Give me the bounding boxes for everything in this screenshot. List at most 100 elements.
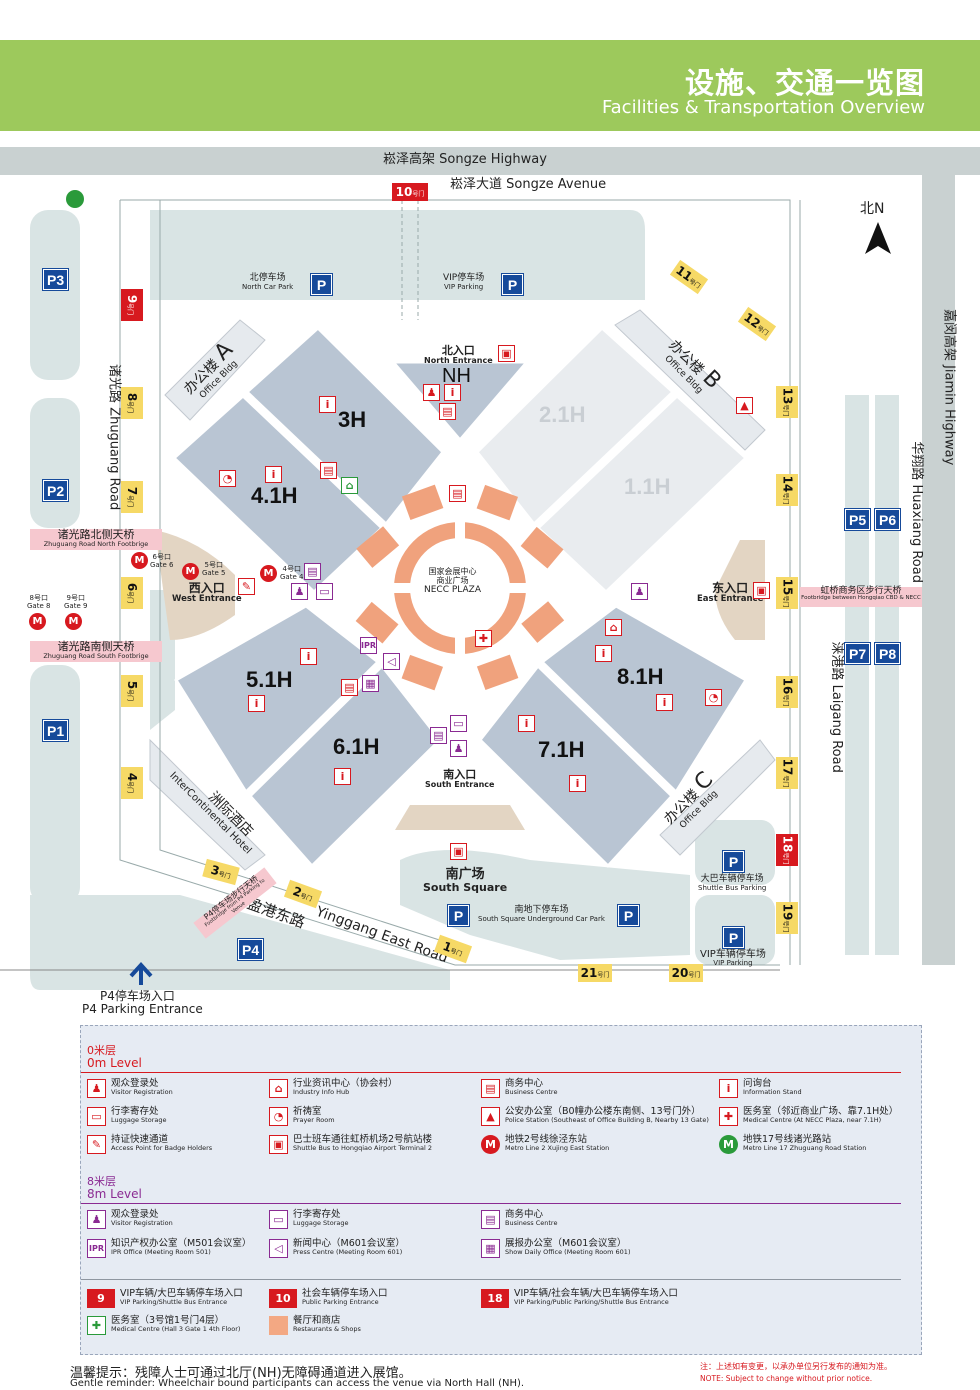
business-centre-icon[interactable]: ▤ (430, 727, 447, 744)
prayer-room-icon[interactable]: ◔ (705, 689, 722, 706)
gate-6[interactable]: 6号门 (121, 577, 143, 609)
parking-vip-icon[interactable]: P (722, 926, 745, 949)
songze-avenue-label: 崧泽大道 Songze Avenue (450, 177, 607, 192)
information-stand-icon[interactable]: i (444, 384, 461, 401)
parking-p1[interactable]: P1 (41, 719, 70, 742)
parking-p8[interactable]: P8 (873, 642, 902, 665)
legend-item-medical-centre: ✚医务室（邻近商业广场、靠7.1H处）Medical Centre (At NE… (719, 1106, 898, 1126)
gate-14[interactable]: 14号门 (776, 474, 798, 506)
visitor-registration-icon[interactable]: ♟ (450, 740, 467, 757)
gate-19[interactable]: 19号门 (776, 902, 798, 934)
shuttle-bus-icon[interactable]: ▣ (753, 582, 770, 599)
vip-north-en: VIP Parking (443, 282, 484, 291)
information-stand-icon[interactable]: i (248, 695, 265, 712)
gate-8[interactable]: 8号门 (121, 387, 143, 419)
metro-gate-5-icon[interactable]: M (182, 563, 199, 580)
gate-4[interactable]: 4号门 (121, 767, 143, 799)
gate-15[interactable]: 15号门 (776, 577, 798, 609)
parking-p7[interactable]: P7 (843, 642, 872, 665)
visitor-registration-icon[interactable]: ♟ (631, 583, 648, 600)
badge-access-icon[interactable]: ✎ (238, 578, 255, 595)
information-stand-icon[interactable]: i (334, 768, 351, 785)
medical-centre-icon[interactable]: ✚ (475, 630, 492, 647)
information-stand-icon[interactable]: i (595, 645, 612, 662)
ipr-office-icon: IPR (87, 1239, 106, 1258)
parking-shuttle-icon[interactable]: P (722, 850, 745, 873)
south-square-en: South Square (423, 881, 508, 895)
industry-info-hub-icon[interactable]: ⌂ (605, 619, 622, 636)
parking-p6[interactable]: P6 (873, 508, 902, 531)
parking-underground-icon[interactable]: P (617, 904, 640, 927)
metro-gate-9-en: Gate 9 (64, 601, 88, 610)
metro-gate-6-icon[interactable]: M (131, 552, 148, 569)
legend-item-industry-info-hub: ⌂行业资讯中心（协会村）Industry Info Hub (269, 1078, 398, 1098)
gate-16[interactable]: 16号门 (776, 676, 798, 708)
hall-nh-label: NH (442, 365, 471, 387)
parking-p2[interactable]: P2 (41, 479, 70, 502)
gate-5[interactable]: 5号门 (121, 675, 143, 707)
songze-highway-label: 崧泽高架 Songze Highway (383, 152, 547, 167)
gate-20[interactable]: 20号门 (669, 964, 703, 982)
metro-gate-4-icon[interactable]: M (260, 565, 277, 582)
metro-gate-9-cn: 9号口 (66, 594, 85, 602)
business-centre-icon[interactable]: ▤ (439, 403, 456, 420)
gate-9[interactable]: 9号门 (121, 289, 143, 321)
metro-gate-8-icon[interactable]: M (29, 613, 46, 630)
prayer-room-icon: ◔ (269, 1107, 288, 1126)
bridge-south-cn: 诸光路南侧天桥 (57, 640, 135, 653)
visitor-registration-icon[interactable]: ♟ (423, 384, 440, 401)
gate-13[interactable]: 13号门 (776, 386, 798, 418)
metro-gate-9-icon[interactable]: M (65, 613, 82, 630)
information-stand-icon[interactable]: i (569, 775, 586, 792)
parking-north-icon[interactable]: P (310, 273, 333, 296)
prayer-room-icon[interactable]: ◔ (219, 470, 236, 487)
press-centre-icon[interactable]: ◁ (383, 653, 400, 670)
gate-7[interactable]: 7号门 (121, 481, 143, 513)
hall-nh (391, 360, 529, 442)
business-centre-icon[interactable]: ▤ (304, 563, 321, 580)
parking-vip-north-icon[interactable]: P (501, 273, 524, 296)
parking-p4[interactable]: P4 (236, 938, 265, 961)
luggage-storage-icon[interactable]: ▭ (316, 583, 333, 600)
gate-10[interactable]: 10号门 (392, 183, 428, 201)
visitor-registration-icon[interactable]: ♟ (291, 583, 308, 600)
office-building-a (164, 319, 266, 421)
shuttle-bus-icon[interactable]: ▣ (450, 843, 467, 860)
hall-7-1h-label: 7.1H (538, 737, 585, 762)
business-centre-icon[interactable]: ▤ (320, 462, 337, 479)
business-centre-icon[interactable]: ▤ (449, 485, 466, 502)
gate-18[interactable]: 18号门 (776, 834, 798, 866)
show-daily-icon[interactable]: ▦ (362, 675, 379, 692)
parking-p3[interactable]: P3 (41, 268, 70, 291)
press-centre-icon: ◁ (269, 1239, 288, 1258)
shuttle-bus-icon[interactable]: ▣ (498, 345, 515, 362)
information-stand-icon[interactable]: i (319, 396, 336, 413)
hall-8-1h (540, 604, 748, 794)
information-stand-icon[interactable]: i (300, 648, 317, 665)
information-stand-icon[interactable]: i (656, 694, 673, 711)
ipr-office-icon[interactable]: IPR (360, 637, 377, 654)
business-centre-icon[interactable]: ▤ (341, 679, 358, 696)
information-stand-icon[interactable]: i (518, 715, 535, 732)
parking-south-square-icon[interactable]: P (447, 904, 470, 927)
p4-entrance-arrow-icon (129, 962, 153, 985)
information-stand-icon[interactable]: i (265, 466, 282, 483)
medical-centre-icon[interactable]: ⌂ (341, 477, 358, 494)
luggage-storage-icon[interactable]: ▭ (450, 715, 467, 732)
gate-21[interactable]: 21号门 (578, 964, 612, 982)
police-station-icon[interactable]: ▲ (736, 397, 753, 414)
parking-p5[interactable]: P5 (843, 508, 872, 531)
gate-17[interactable]: 17号门 (776, 757, 798, 789)
